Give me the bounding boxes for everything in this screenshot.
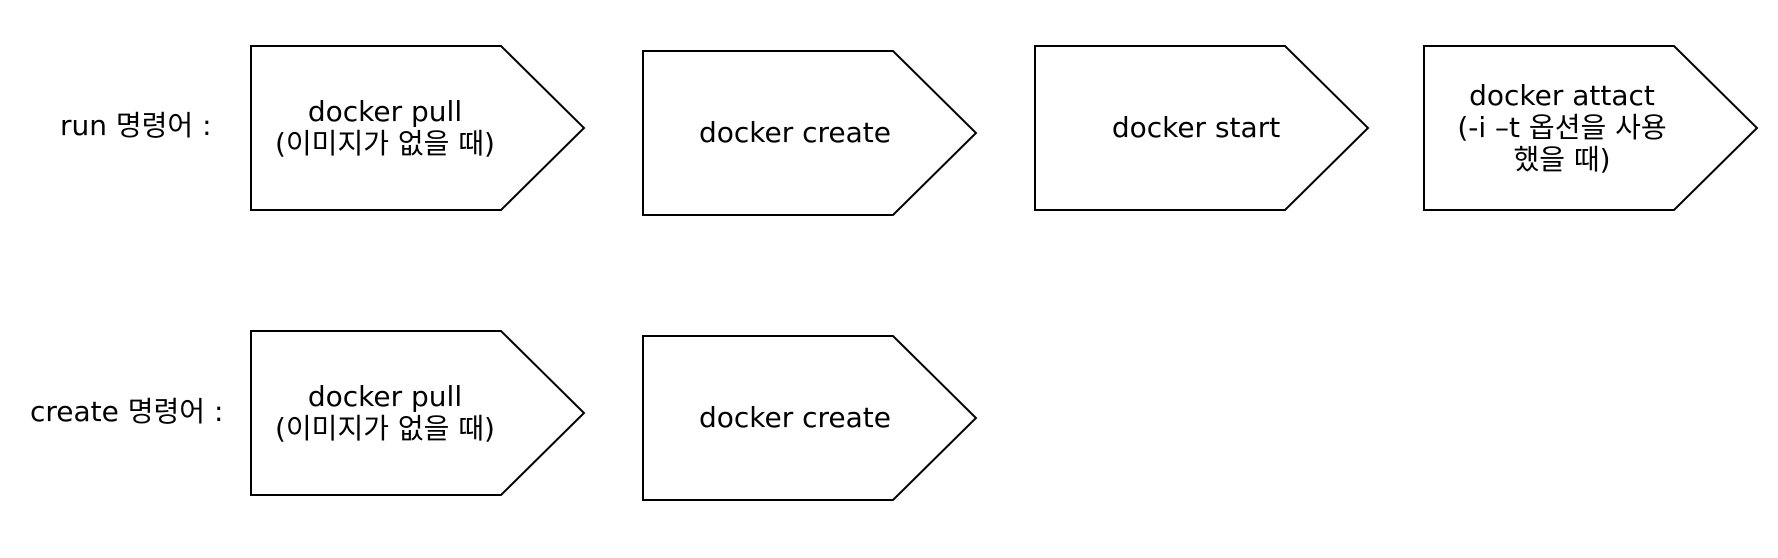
run-step-docker-attact: docker attact (-i –t 옵션을 사용 했을 때)	[1423, 45, 1759, 211]
run-step-docker-create: docker create	[642, 50, 978, 216]
pentagon-arrow-shape	[642, 335, 978, 501]
create-command-label: create 명령어 :	[30, 395, 224, 428]
create-step-docker-create-text: docker create	[698, 400, 892, 434]
pentagon-arrow-shape	[250, 45, 586, 211]
create-step-docker-pull: docker pull (이미지가 없을 때)	[250, 330, 586, 496]
pentagon-arrow-shape	[250, 330, 586, 496]
run-command-label: run 명령어 :	[60, 109, 212, 142]
pentagon-arrow-shape	[1423, 45, 1759, 211]
create-step-docker-create: docker create	[642, 335, 978, 501]
run-step-docker-create-text: docker create	[698, 115, 892, 149]
run-step-docker-start: docker start	[1034, 45, 1370, 211]
create-step-docker-pull-text: docker pull (이미지가 없을 때)	[275, 379, 495, 445]
pentagon-arrow-shape	[642, 50, 978, 216]
run-step-docker-pull: docker pull (이미지가 없을 때)	[250, 45, 586, 211]
run-step-docker-attact-text: docker attact (-i –t 옵션을 사용 했을 때)	[1457, 78, 1667, 177]
run-step-docker-pull-text: docker pull (이미지가 없을 때)	[275, 94, 495, 160]
run-step-docker-start-text: docker start	[1111, 110, 1281, 144]
pentagon-arrow-shape	[1034, 45, 1370, 211]
